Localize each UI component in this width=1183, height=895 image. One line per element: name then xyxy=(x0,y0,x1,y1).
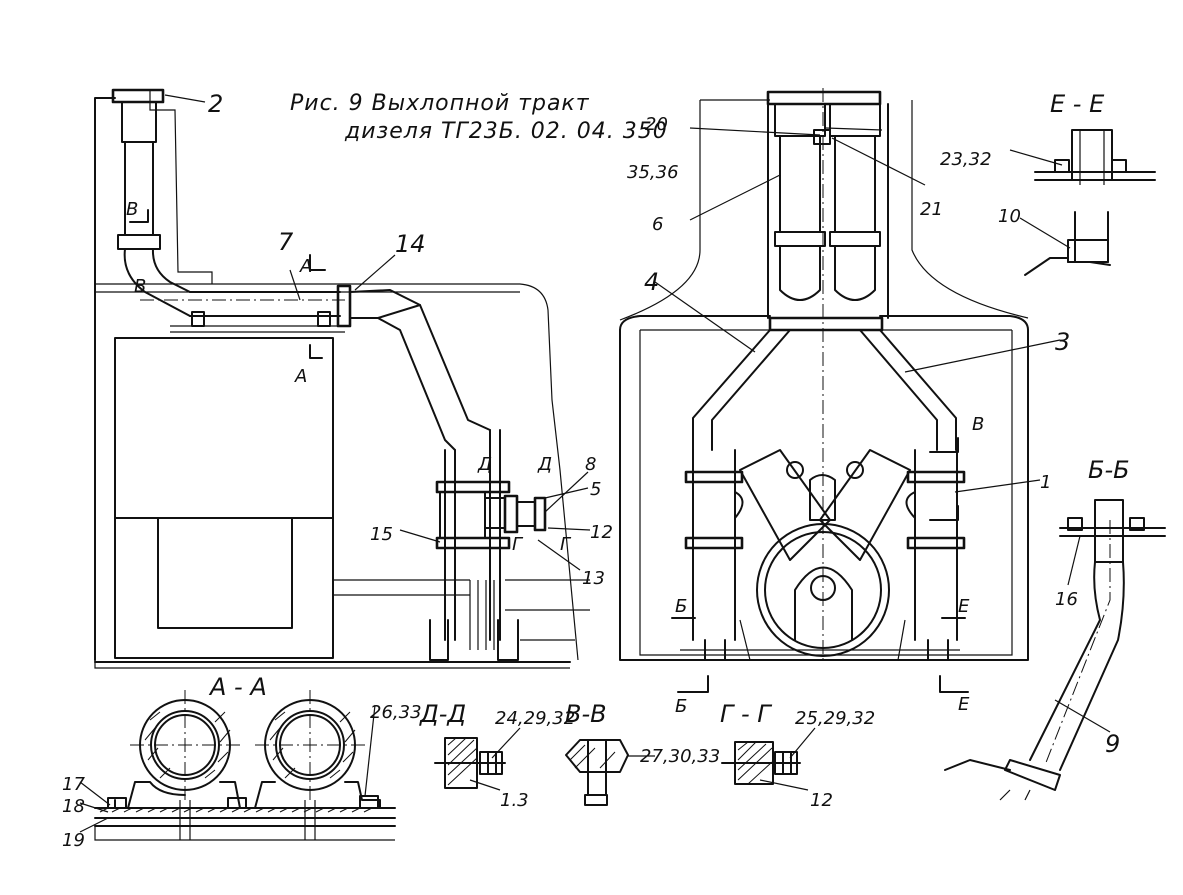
callout-14: 14 xyxy=(395,230,426,258)
callout-15: 15 xyxy=(370,524,393,545)
callout-7: 7 xyxy=(278,228,294,256)
callout-26-33: 26,33 xyxy=(370,702,422,723)
callout-1: 1 xyxy=(1040,472,1051,493)
callout-17: 17 xyxy=(62,774,85,795)
callout-19: 19 xyxy=(62,830,85,851)
title-line-2: дизеля ТГ23Б. 02. 04. 350 xyxy=(344,119,668,144)
section-mark-letters: А А В В В Д Д Г Г Б Б Е Е xyxy=(126,199,984,717)
callout-18: 18 xyxy=(62,796,85,817)
section-title-b-b: Б-Б xyxy=(1088,456,1130,484)
callout-16: 16 xyxy=(1055,589,1078,610)
section-title-e-e: Е - Е xyxy=(1050,90,1105,118)
figure-title: Рис. 9 Выхлопной тракт дизеля ТГ23Б. 02.… xyxy=(290,91,668,144)
title-line-1: Рис. 9 Выхлопной тракт xyxy=(290,91,590,116)
mark-d-left: Д xyxy=(477,454,492,475)
section-title-a-a: А - А xyxy=(208,673,267,701)
mark-g-left: Г xyxy=(512,534,524,555)
section-v-v xyxy=(565,739,629,806)
mark-e-top: Е xyxy=(958,596,970,617)
callout-24-29-32: 24,29,32 xyxy=(495,708,575,729)
section-d-d xyxy=(434,737,506,789)
callout-12-side: 12 xyxy=(590,522,613,543)
callout-27-30-33: 27,30,33 xyxy=(640,746,720,767)
mark-v-pipe: В xyxy=(134,276,146,297)
mark-b-top: Б xyxy=(675,596,687,617)
callout-labels: 2 7 14 15 8 5 12 13 20 35,36 6 21 4 3 1 … xyxy=(62,90,1120,851)
callout-4: 4 xyxy=(644,268,659,296)
callout-3: 3 xyxy=(1055,328,1070,356)
callout-13-side: 13 xyxy=(582,568,605,589)
front-view xyxy=(619,88,1029,693)
callout-1-3: 1.3 xyxy=(500,790,529,811)
section-title-v-v: В-В xyxy=(565,700,607,728)
mark-g-right: Г xyxy=(560,534,572,555)
mark-a-bottom: А xyxy=(294,366,307,387)
mark-d-right: Д xyxy=(537,454,552,475)
callout-35-36: 35,36 xyxy=(627,162,679,183)
callout-25-29-32: 25,29,32 xyxy=(795,708,875,729)
mark-a-top: А xyxy=(299,256,312,277)
section-g-g xyxy=(721,741,801,785)
mark-b-bottom: Б xyxy=(675,696,687,717)
callout-12-section: 12 xyxy=(810,790,833,811)
section-title-g-g: Г - Г xyxy=(720,700,772,728)
callout-20: 20 xyxy=(645,114,668,135)
section-e-e xyxy=(1024,129,1156,276)
callout-6: 6 xyxy=(652,214,663,235)
mark-v-top: В xyxy=(126,199,138,220)
callout-10: 10 xyxy=(998,206,1021,227)
mark-e-bottom: Е xyxy=(958,694,970,715)
callout-9: 9 xyxy=(1105,730,1120,758)
mark-v-front: В xyxy=(972,414,984,435)
section-a-a xyxy=(94,690,396,841)
section-b-b xyxy=(944,499,1166,801)
section-title-d-d: Д-Д xyxy=(419,700,466,728)
leader-lines xyxy=(79,94,1111,833)
section-titles: А - А Д-Д В-В Г - Г Е - Е Б-Б xyxy=(208,90,1130,728)
callout-21: 21 xyxy=(920,199,943,220)
callout-2: 2 xyxy=(208,90,223,118)
side-view xyxy=(94,88,590,669)
callout-5: 5 xyxy=(590,479,601,500)
callout-23-32: 23,32 xyxy=(940,149,992,170)
callout-8: 8 xyxy=(585,454,596,475)
